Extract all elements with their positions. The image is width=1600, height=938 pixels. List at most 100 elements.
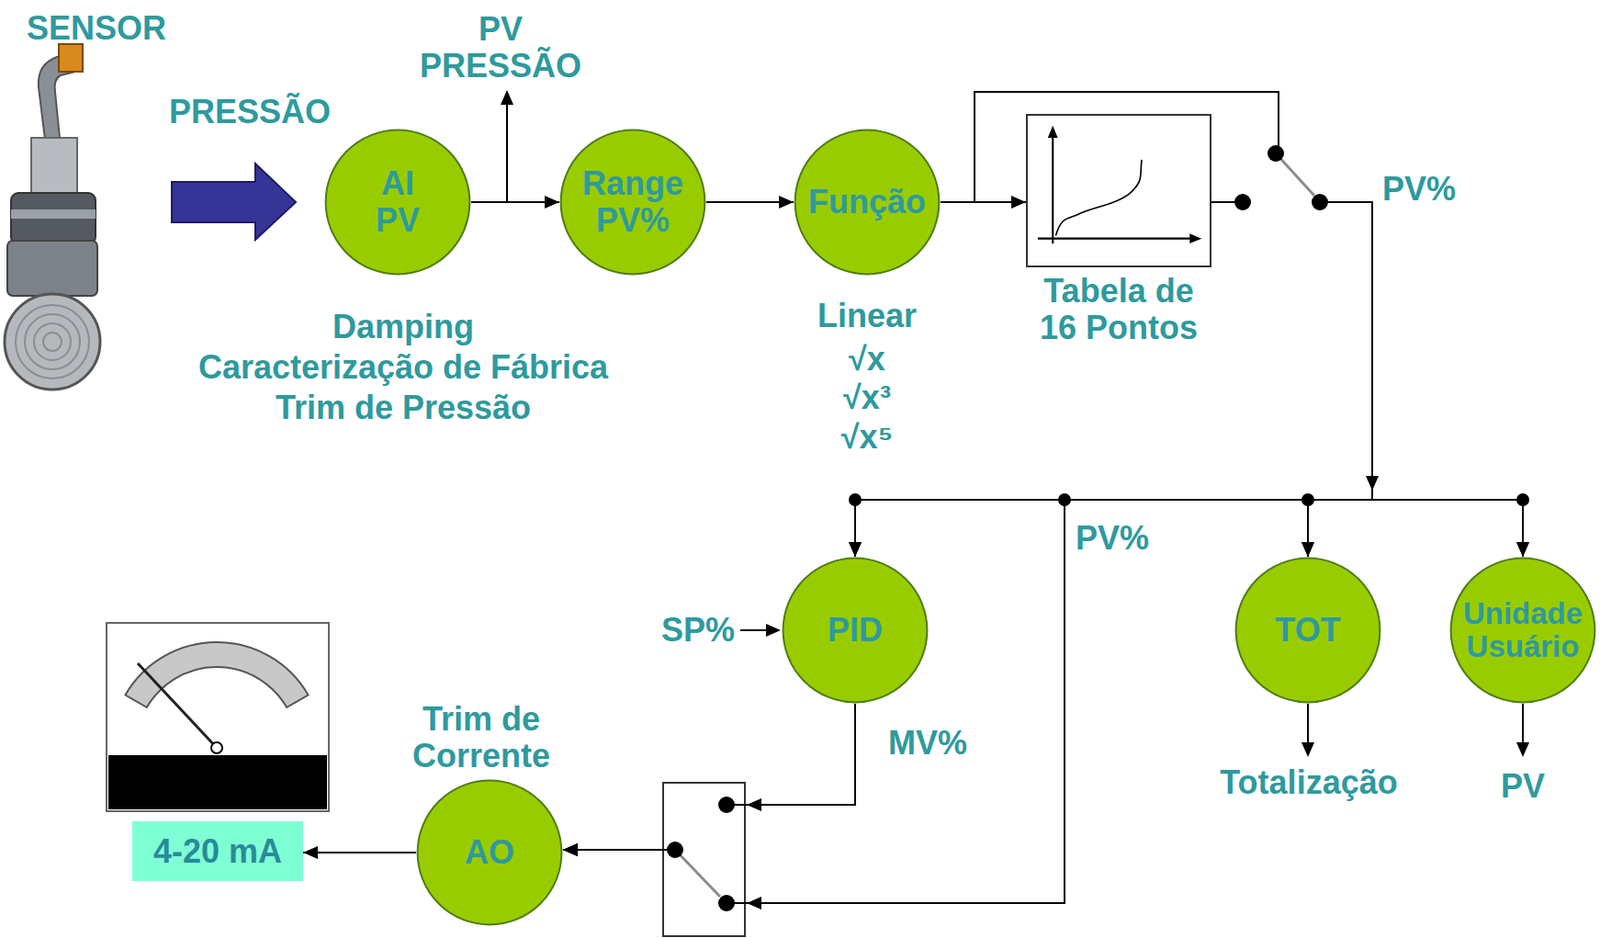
arrow-head bbox=[1516, 742, 1530, 757]
table-chart bbox=[1027, 115, 1210, 266]
arrow-head bbox=[563, 843, 578, 857]
circle-shape bbox=[1236, 558, 1381, 703]
sensor-illustration bbox=[4, 44, 101, 390]
annotation-label: PV bbox=[1500, 767, 1545, 805]
function-block-circle: Range PV% bbox=[559, 128, 707, 276]
annotation-label: SP% bbox=[661, 611, 735, 649]
function-block-circle: PID bbox=[781, 556, 929, 704]
meter-base bbox=[108, 754, 327, 810]
arrow-head bbox=[1011, 195, 1026, 209]
switch-blade bbox=[675, 849, 721, 897]
connector bbox=[563, 703, 856, 857]
connector bbox=[1211, 202, 1530, 557]
arrow-head bbox=[1301, 742, 1315, 757]
connector-line bbox=[1211, 202, 1523, 557]
annotation-label: Totalização bbox=[1219, 764, 1398, 801]
function-block-circle: AI PV bbox=[324, 128, 472, 276]
annotation-label: Linear bbox=[817, 297, 917, 335]
signal-box: 4-20 mA bbox=[132, 821, 304, 881]
annotation-label: PV% bbox=[1382, 170, 1456, 208]
annotation-label: Caracterização de Fábrica bbox=[198, 349, 609, 386]
meter-scale bbox=[124, 642, 308, 708]
switch-blade bbox=[1275, 153, 1315, 196]
block-label: Função bbox=[808, 183, 926, 221]
block-label: PID bbox=[827, 611, 883, 649]
diaphragm-ring bbox=[33, 323, 71, 361]
annotation-label: √x³ bbox=[843, 379, 891, 417]
block-label: AO bbox=[464, 833, 515, 871]
arrow-head bbox=[1301, 541, 1315, 557]
arrow-head bbox=[563, 843, 578, 857]
function-block-circle: Unidade Usuário bbox=[1449, 556, 1597, 704]
annotation-label: SENSOR bbox=[26, 10, 167, 47]
chart-axis-head bbox=[1189, 233, 1202, 244]
output-line bbox=[1307, 703, 1309, 744]
arrow-head bbox=[303, 845, 318, 859]
chart-axis bbox=[1037, 237, 1193, 240]
arrow-head bbox=[766, 623, 781, 637]
switch-contact bbox=[1267, 145, 1285, 162]
chart-curve bbox=[1055, 159, 1142, 237]
setpoint-line bbox=[740, 629, 768, 631]
sensor-ring-stripe bbox=[11, 209, 96, 219]
connector-line bbox=[940, 91, 1523, 557]
connector-line bbox=[563, 703, 856, 850]
arrow-head bbox=[778, 195, 794, 209]
arrow-head bbox=[848, 541, 862, 557]
sensor-ring bbox=[11, 192, 96, 245]
arrow-head bbox=[1516, 541, 1530, 557]
block-label: TOT bbox=[1274, 611, 1341, 649]
annotation-label: PV% bbox=[1075, 519, 1150, 557]
connector bbox=[303, 845, 417, 859]
circle-shape bbox=[795, 130, 940, 275]
circle-shape bbox=[417, 780, 563, 925]
annotation-label: √x bbox=[848, 340, 886, 378]
annotation-label: Damping bbox=[332, 308, 474, 346]
sensor-diaphragm bbox=[4, 293, 101, 390]
switch-box bbox=[663, 782, 745, 936]
connector-line bbox=[303, 851, 417, 854]
arrow-head bbox=[544, 195, 560, 209]
connector-line bbox=[1211, 202, 1373, 557]
connector bbox=[940, 91, 1373, 557]
arrow-head bbox=[1516, 541, 1530, 557]
sensor-chip bbox=[58, 44, 83, 72]
meter-needle bbox=[137, 663, 217, 748]
meter-illustration bbox=[106, 622, 329, 812]
diaphragm-ring bbox=[15, 304, 90, 379]
table-caption: Tabela de 16 Pontos bbox=[1026, 272, 1211, 346]
connector-line bbox=[940, 91, 1373, 557]
annotation-label: Trim de Corrente bbox=[389, 700, 574, 774]
function-block-circle: Função bbox=[793, 128, 941, 276]
circle-shape bbox=[1451, 558, 1596, 703]
chart-axis-head bbox=[1047, 125, 1059, 138]
function-block-circle: AO bbox=[416, 778, 564, 926]
block-label: Unidade Usuário bbox=[1463, 597, 1583, 665]
arrow-head bbox=[500, 90, 514, 105]
diaphragm-ring bbox=[24, 314, 80, 370]
diaphragm-ring bbox=[43, 332, 62, 351]
annotation-label: Trim de Pressão bbox=[275, 389, 531, 427]
circle-shape bbox=[783, 558, 928, 703]
pv-branch-line bbox=[506, 102, 508, 203]
meter-frame bbox=[106, 622, 329, 812]
pressure-arrow bbox=[171, 163, 296, 240]
block-label: Range PV% bbox=[582, 165, 684, 238]
arrow-head bbox=[1301, 541, 1315, 557]
block-label: 4-20 mA bbox=[153, 833, 282, 870]
annotation-label: √x⁵ bbox=[841, 418, 894, 456]
arrow-head bbox=[563, 843, 578, 857]
chart-axis bbox=[1051, 135, 1054, 244]
output-line bbox=[1521, 703, 1524, 744]
table-box: Tabela de 16 Pontos bbox=[1025, 113, 1212, 268]
meter-pivot bbox=[211, 742, 223, 754]
annotation-label: PRESSÃO bbox=[169, 93, 331, 131]
connector bbox=[940, 91, 1530, 557]
annotation-label: MV% bbox=[888, 724, 968, 762]
circle-shape bbox=[326, 130, 471, 275]
connector bbox=[706, 195, 794, 209]
block-label: AI PV bbox=[375, 165, 420, 238]
annotation-label: PV PRESSÃO bbox=[419, 11, 582, 84]
connector bbox=[471, 195, 560, 209]
function-block-circle: TOT bbox=[1234, 556, 1382, 704]
